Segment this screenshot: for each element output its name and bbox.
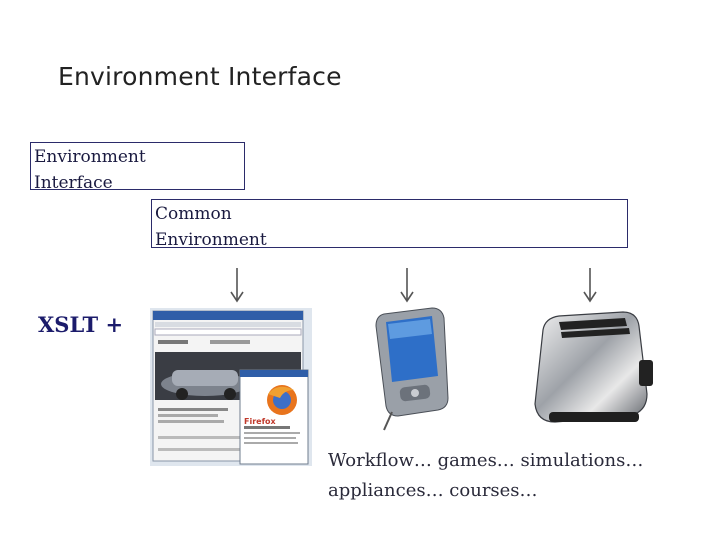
toaster-image <box>525 308 655 428</box>
slide-title: Environment Interface <box>58 62 342 91</box>
common-environment-line-2: Environment <box>155 227 627 253</box>
firefox-brand-text: Firefox <box>244 417 277 426</box>
down-arrow-toaster <box>583 268 597 304</box>
caption-line-2: appliances… courses… <box>328 476 643 506</box>
common-environment-line-1: Common <box>155 201 627 227</box>
xslt-label: XSLT + <box>38 312 123 337</box>
environment-interface-line-2: Interface <box>34 170 244 196</box>
environment-interface-line-1: Environment <box>34 144 244 170</box>
browser-screenshot-image: Firefox <box>150 308 312 466</box>
caption: Workflow… games… simulations… appliances… <box>328 446 643 506</box>
environment-interface-box: Environment Interface <box>30 142 245 190</box>
down-arrow-browser <box>230 268 244 304</box>
caption-line-1: Workflow… games… simulations… <box>328 446 643 476</box>
down-arrow-pda <box>400 268 414 304</box>
pda-device-image <box>370 306 450 432</box>
common-environment-box: Common Environment <box>151 199 628 248</box>
